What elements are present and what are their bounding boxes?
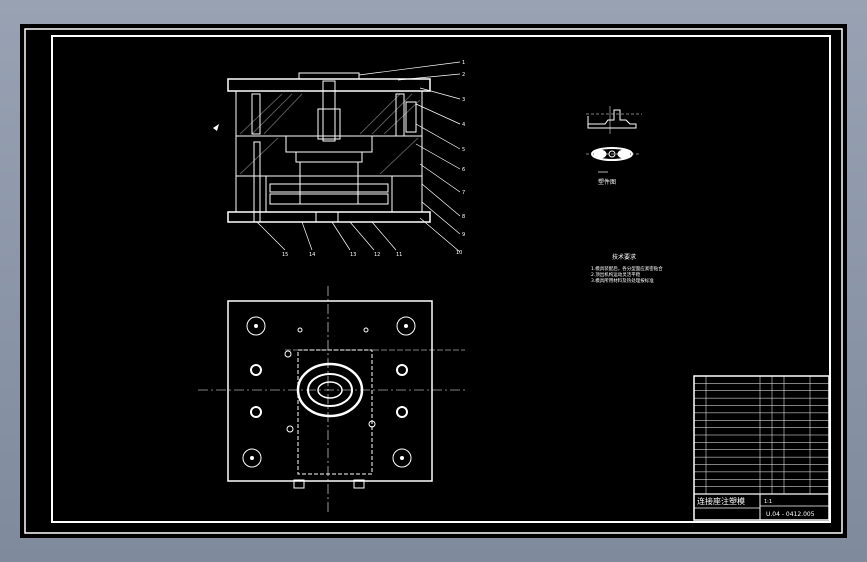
leader-label: 10 xyxy=(456,250,462,256)
technical-notes: 技术要求 1.模具装配后，各分型面应紧密贴合 2.顶出机构运动灵活平稳 3.模具… xyxy=(591,253,663,284)
notes-title: 技术要求 xyxy=(612,253,636,261)
inner-border xyxy=(51,35,831,523)
outer-border xyxy=(24,28,843,534)
leader-label: 8 xyxy=(462,214,465,220)
title-block-title: 连接座注塑模 xyxy=(697,496,745,506)
title-block-drawing-no: U.04 - 0412.005 xyxy=(766,511,815,518)
leader-label: 5 xyxy=(462,147,465,153)
leader-labels-bottom: 15 14 13 12 11 xyxy=(282,252,402,258)
leader-label: 2 xyxy=(462,72,465,78)
leader-label: 11 xyxy=(396,252,402,258)
leader-label: 13 xyxy=(350,252,356,258)
leader-label: 3 xyxy=(462,97,465,103)
leader-label: 6 xyxy=(462,167,465,173)
drawing-canvas[interactable]: 1 2 3 4 5 6 7 8 9 10 15 14 13 12 11 xyxy=(20,24,847,538)
note-line: 2.顶出机构运动灵活平稳 xyxy=(591,271,641,278)
part-drawing[interactable]: 塑件图 xyxy=(586,106,642,186)
drawing-sheet[interactable]: 1 2 3 4 5 6 7 8 9 10 15 14 13 12 11 xyxy=(20,24,847,538)
leader-label: 7 xyxy=(462,190,465,196)
note-line: 3.模具所用材料及热处理按标准 xyxy=(591,277,654,284)
note-line: 1.模具装配后，各分型面应紧密贴合 xyxy=(591,265,663,272)
leader-label: 4 xyxy=(462,122,465,128)
leader-label: 12 xyxy=(374,252,380,258)
part-caption: 塑件图 xyxy=(598,178,616,186)
title-block[interactable]: 连接座注塑模 1:1 U.04 - 0412.005 xyxy=(693,375,830,521)
leader-label: 14 xyxy=(309,252,315,258)
leader-labels-right: 1 2 3 4 5 6 7 8 9 10 xyxy=(456,60,465,256)
leader-label: 9 xyxy=(462,232,465,238)
mold-plan-view[interactable] xyxy=(198,286,465,514)
leader-label: 15 xyxy=(282,252,288,258)
mold-section-view[interactable] xyxy=(213,61,461,253)
title-block-scale: 1:1 xyxy=(764,499,772,505)
leader-label: 1 xyxy=(462,60,465,66)
